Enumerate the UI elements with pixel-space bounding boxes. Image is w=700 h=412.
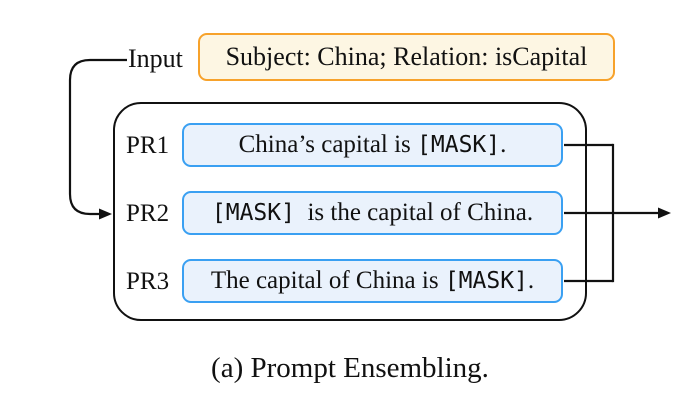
prompt-box-pr2: [MASK] is the capital of China. [182, 191, 563, 235]
prompt-text-pr2: [MASK] is the capital of China. [212, 199, 533, 227]
figure-caption: (a) Prompt Ensembling. [211, 352, 489, 384]
prompt-label-pr2: PR2 [126, 200, 170, 227]
mask-token: [MASK] [211, 200, 295, 226]
mask-token: [MASK] [444, 268, 528, 294]
prompt-box-pr3: The capital of China is [MASK]. [182, 259, 563, 303]
input-box-text: Subject: China; Relation: isCapital [225, 42, 588, 71]
prompt-pr3-pre: The capital of China is [210, 267, 445, 294]
input-label: Input [128, 44, 183, 73]
input-box: Subject: China; Relation: isCapital [198, 33, 615, 81]
prompt-pr1-pre: China’s capital is [238, 131, 418, 158]
prompt-text-pr3: The capital of China is [MASK]. [211, 267, 534, 295]
input-arrowhead-icon [99, 208, 112, 220]
prompt-pr2-post: is the capital of China. [294, 199, 534, 226]
output-arrowhead-icon [658, 207, 671, 219]
mask-token: [MASK] [417, 132, 501, 158]
prompt-text-pr1: China’s capital is [MASK]. [239, 131, 507, 159]
prompt-pr3-post: . [527, 267, 535, 294]
prompt-label-pr3: PR3 [126, 268, 170, 295]
prompt-box-pr1: China’s capital is [MASK]. [182, 123, 563, 167]
prompt-label-pr1: PR1 [126, 132, 170, 159]
prompt-pr1-post: . [500, 131, 507, 158]
